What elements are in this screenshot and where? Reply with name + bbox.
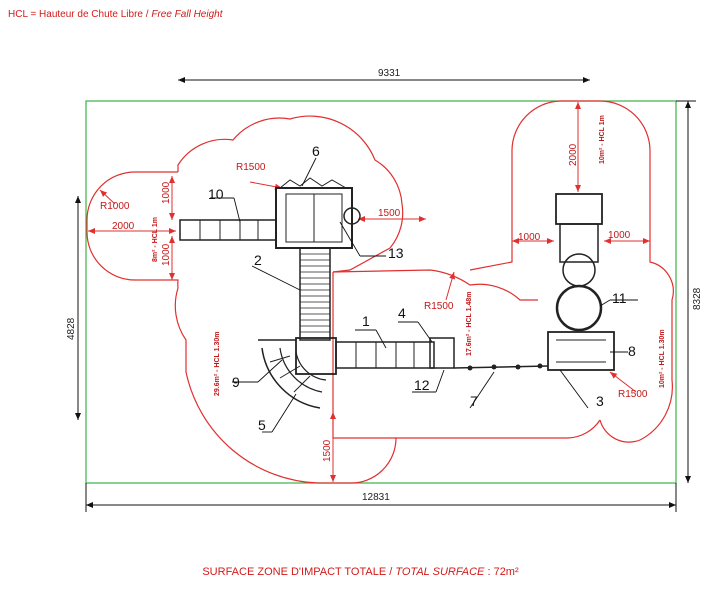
site-boundary	[85, 100, 677, 484]
callout-4: 4	[398, 305, 406, 321]
dim-1000-left-b: 1000	[161, 243, 172, 266]
callout-leaders	[210, 157, 638, 433]
legend-separator: /	[143, 9, 152, 20]
hcl-right-bottom: 10m² - HCL 1.30m	[659, 329, 666, 388]
dim-2000-top: 2000	[568, 143, 579, 166]
dim-top-width: 9331	[378, 68, 401, 79]
legend-english: Free Fall Height	[151, 9, 223, 20]
callout-9: 9	[232, 374, 240, 390]
dim-1500-bottom: 1500	[322, 439, 333, 462]
callout-2: 2	[254, 252, 262, 268]
clearance-dimensions	[88, 102, 650, 482]
dim-total-width: 12831	[362, 492, 390, 503]
total-surface-english: TOTAL SURFACE	[395, 566, 485, 578]
dim-1500-mid: 1500	[378, 208, 401, 219]
total-surface-caption: SURFACE ZONE D'IMPACT TOTALE / TOTAL SUR…	[0, 566, 721, 578]
callout-12: 12	[414, 377, 430, 393]
callout-8: 8	[628, 343, 636, 359]
legend-hcl-definition: HCL = Hauteur de Chute Libre	[8, 9, 143, 20]
callout-10: 10	[208, 186, 224, 202]
radius-top: R1500	[236, 162, 266, 173]
hcl-center-left: 29.6m² - HCL 1.30m	[214, 332, 221, 396]
radius-left: R1000	[100, 201, 130, 212]
callout-3: 3	[596, 393, 604, 409]
callout-13: 13	[388, 245, 404, 261]
callout-1: 1	[362, 313, 370, 329]
dim-1000-right-b: 1000	[608, 230, 631, 241]
total-surface-value: : 72m²	[484, 566, 519, 578]
dim-2000-left: 2000	[112, 221, 135, 232]
dim-left-height: 4828	[66, 317, 77, 340]
dim-right-height: 8328	[692, 287, 703, 310]
hcl-right-top: 10m² - HCL 1m	[599, 115, 606, 164]
legend-text: HCL = Hauteur de Chute Libre / Free Fall…	[8, 9, 222, 20]
callout-6: 6	[312, 143, 320, 159]
dim-1000-left-a: 1000	[161, 181, 172, 204]
callout-7: 7	[470, 393, 478, 409]
total-surface-french: SURFACE ZONE D'IMPACT TOTALE /	[202, 566, 396, 578]
equipment	[179, 177, 615, 409]
hcl-left: 8m² - HCL 1m	[152, 217, 159, 262]
callout-11: 11	[612, 290, 627, 306]
callout-5: 5	[258, 417, 266, 433]
impact-zone	[86, 100, 674, 484]
radius-bottom: R1500	[618, 389, 648, 400]
dim-1000-right-a: 1000	[518, 232, 541, 243]
hcl-center: 17.6m² - HCL 1.48m	[466, 292, 473, 356]
radius-center: R1500	[424, 301, 454, 312]
